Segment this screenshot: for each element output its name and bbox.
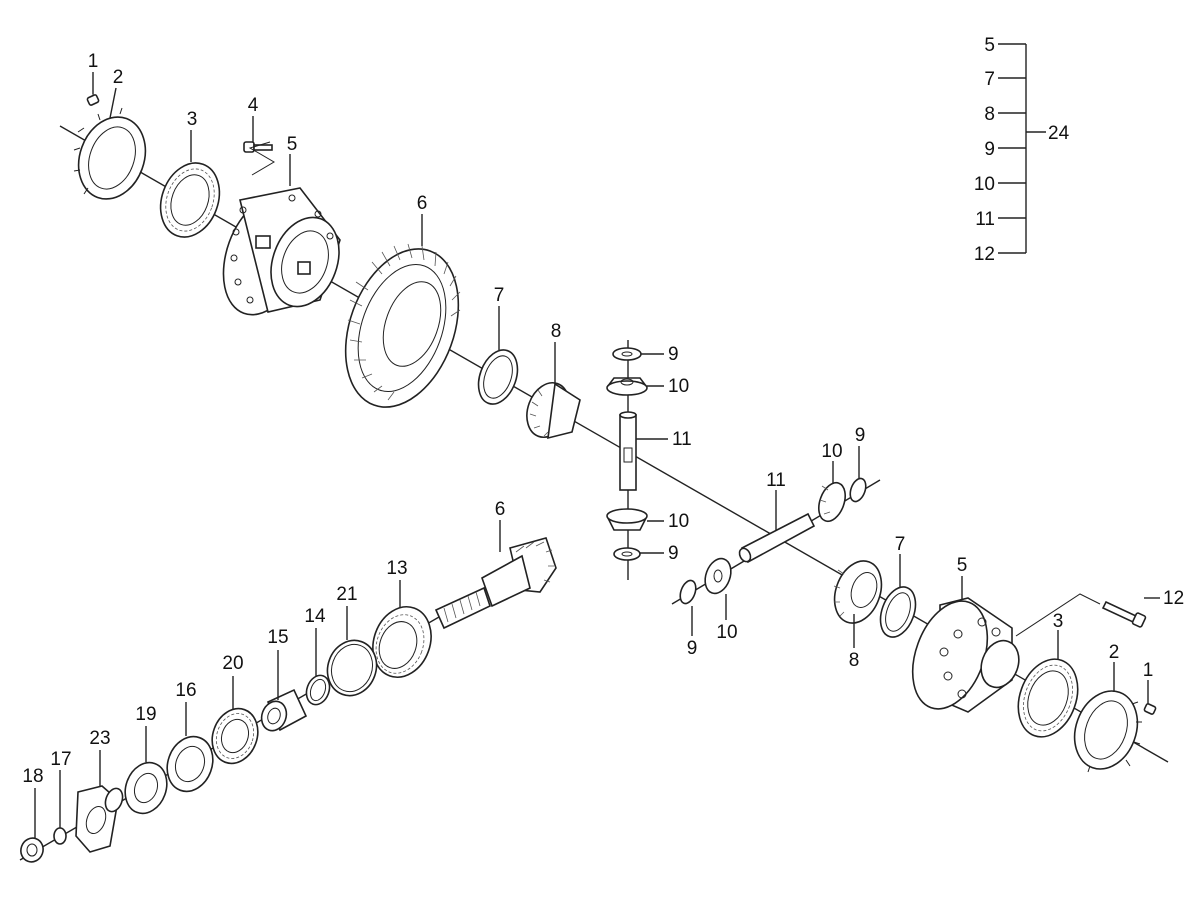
callout-9-right: 9 [855, 425, 866, 446]
part-5-diff-case-right [911, 593, 1101, 713]
callout-6-ring-gear: 6 [417, 193, 428, 214]
part-9-thrust-washer-top [612, 347, 642, 361]
callout-16: 16 [175, 680, 196, 701]
callout-9-bottom: 9 [668, 543, 679, 564]
part-2-adjusting-ring-right [1073, 690, 1142, 773]
callout-8-lower: 8 [849, 650, 860, 671]
part-10-pinion-gear-top [606, 377, 648, 396]
kit-item-12: 12 [974, 244, 995, 265]
callout-17: 17 [50, 749, 71, 770]
part-20-bearing [211, 707, 259, 765]
part-23-flange [75, 785, 124, 853]
callout-20: 20 [222, 653, 243, 674]
part-7-shim-right [879, 586, 917, 638]
callout-10-top: 10 [668, 376, 689, 397]
callout-14: 14 [304, 606, 326, 627]
callout-12: 12 [1163, 588, 1184, 609]
callout-11-vertical-shaft: 11 [672, 429, 692, 450]
kit-item-11: 11 [975, 209, 995, 230]
part-16-seal [166, 735, 214, 793]
kit-item-9: 9 [984, 139, 995, 160]
part-2-adjusting-ring-left [73, 107, 147, 200]
callout-21: 21 [336, 584, 357, 605]
callout-13: 13 [386, 558, 407, 579]
callout-9-lower-left: 9 [687, 638, 698, 659]
part-12-bolt [1101, 600, 1147, 628]
kit-bracket: 5 7 8 9 10 11 12 24 [974, 35, 1070, 265]
part-13-bearing [372, 606, 432, 678]
part-19-shield [124, 761, 168, 815]
part-9-thrust-washer-bottom [613, 547, 641, 561]
kit-item-7: 7 [984, 69, 995, 90]
part-15-spacer [260, 688, 308, 732]
leader-lines [34, 72, 1160, 838]
part-21-ring [326, 639, 378, 697]
callout-5-lower-right: 5 [957, 555, 968, 576]
part-6-ring-gear [344, 243, 461, 408]
callout-4: 4 [248, 95, 259, 116]
part-4-bolt [243, 141, 273, 153]
part-8-side-gear-left [526, 382, 581, 440]
part-3-bearing-right [1017, 658, 1079, 738]
part-8-side-gear-right [833, 560, 883, 624]
part-11-cross-shaft-diagonal [738, 512, 816, 564]
callout-9-top: 9 [668, 344, 679, 365]
callout-15: 15 [267, 627, 288, 648]
kit-item-8: 8 [984, 104, 995, 125]
kit-number-24: 24 [1048, 123, 1070, 144]
callout-11-diagonal-shaft: 11 [766, 470, 786, 491]
part-10-pinion-gear-lower-left [704, 557, 732, 595]
callout-5-upper-left: 5 [287, 134, 298, 155]
callout-labels: 1 2 3 4 5 6 7 8 9 10 11 10 9 11 10 9 9 1… [22, 51, 1184, 787]
part-14-ring [305, 674, 331, 706]
callout-1-lower-right: 1 [1143, 660, 1154, 681]
callout-3-upper-left: 3 [187, 109, 198, 130]
callout-23: 23 [89, 728, 110, 749]
part-17-o-ring [53, 827, 67, 845]
part-18-nut [20, 837, 44, 863]
part-10-pinion-gear-right [818, 481, 846, 523]
part-10-pinion-gear-bottom [606, 508, 648, 531]
callout-19: 19 [135, 704, 156, 725]
callout-6-drive-pinion: 6 [495, 499, 506, 520]
callout-3-lower-right: 3 [1053, 611, 1064, 632]
kit-item-10: 10 [974, 174, 995, 195]
part-11-cross-shaft-vertical [619, 411, 637, 491]
kit-item-5: 5 [984, 35, 995, 56]
callout-2-upper-left: 2 [113, 67, 124, 88]
part-9-washer-right [849, 477, 867, 503]
callout-18: 18 [22, 766, 43, 787]
callout-7-upper: 7 [494, 285, 505, 306]
callout-7-lower: 7 [895, 534, 906, 555]
callout-2-lower-right: 2 [1109, 642, 1120, 663]
part-3-bearing-left [159, 162, 221, 238]
callout-8-upper: 8 [551, 321, 562, 342]
part-6-drive-pinion [434, 537, 557, 630]
part-9-washer-lower-left [679, 579, 697, 605]
callout-10-bottom: 10 [668, 511, 689, 532]
part-1-screw-right [1143, 703, 1157, 715]
part-1-screw-left [86, 86, 100, 106]
part-5-diff-case-left [222, 141, 341, 316]
callout-10-right: 10 [821, 441, 842, 462]
callout-10-lower-left: 10 [716, 622, 737, 643]
callout-1-upper-left: 1 [88, 51, 99, 72]
part-7-shim-left [477, 349, 519, 405]
